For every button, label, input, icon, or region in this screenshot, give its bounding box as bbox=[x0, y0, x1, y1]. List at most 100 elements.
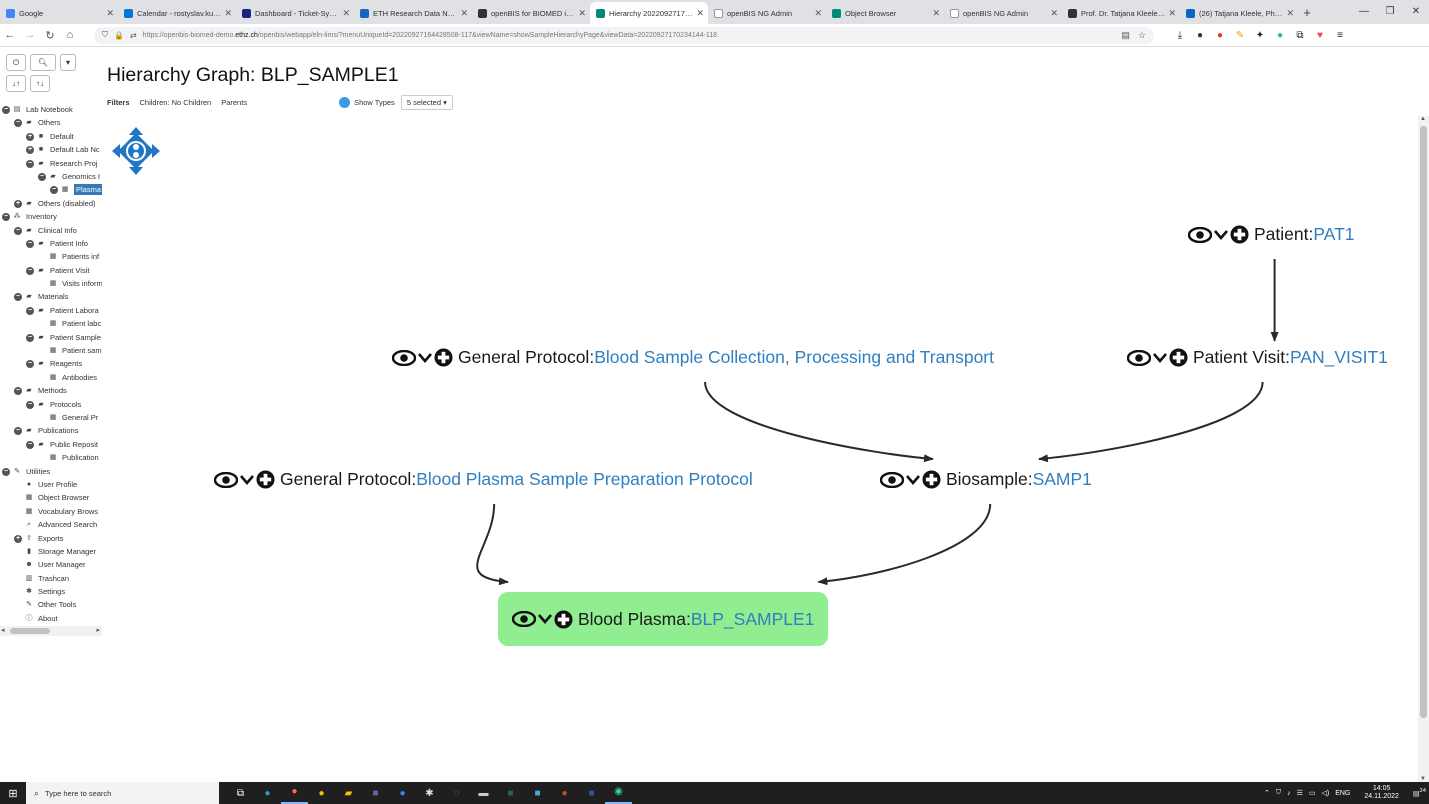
sidebar-item[interactable]: ⌕Advanced Search bbox=[0, 518, 102, 531]
collapse-icon[interactable]: − bbox=[26, 360, 34, 369]
openbis-app-icon[interactable]: ◉ bbox=[605, 782, 632, 804]
photos-icon[interactable]: ■ bbox=[534, 787, 541, 799]
browser-tab[interactable]: Calendar - rostyslav.kuzyakiv...✕ bbox=[118, 2, 236, 24]
windows-start-icon[interactable]: ⊞ bbox=[8, 787, 18, 800]
node-code-link[interactable]: PAN_VISIT1 bbox=[1289, 347, 1388, 367]
collapse-icon[interactable]: − bbox=[26, 400, 34, 409]
sidebar-item[interactable]: ☻User Manager bbox=[0, 558, 102, 571]
sidebar-item[interactable]: −▰Others bbox=[0, 116, 102, 129]
pen-extension-icon[interactable]: ✎ bbox=[1235, 29, 1245, 41]
excel-icon[interactable]: ■ bbox=[507, 787, 514, 799]
eye-icon[interactable] bbox=[214, 471, 238, 488]
browser-tab[interactable]: Google✕ bbox=[0, 2, 118, 24]
sidebar-item[interactable]: ▦Object Browser bbox=[0, 491, 102, 504]
sidebar-item[interactable]: ✱Settings bbox=[0, 585, 102, 598]
collapse-icon[interactable]: − bbox=[38, 172, 46, 181]
plus-circle-icon[interactable] bbox=[256, 470, 275, 489]
tab-close-icon[interactable]: ✕ bbox=[696, 7, 704, 18]
plus-circle-icon[interactable] bbox=[554, 609, 573, 629]
bulb-extension-icon[interactable]: ✦ bbox=[1255, 29, 1265, 41]
reload-icon[interactable]: ↻ bbox=[45, 29, 55, 42]
tab-close-icon[interactable]: ✕ bbox=[342, 7, 350, 18]
tab-close-icon[interactable]: ✕ bbox=[1050, 7, 1058, 18]
chrome-icon[interactable]: ● bbox=[318, 787, 325, 799]
sidebar-item[interactable]: −▦Plasma bbox=[0, 183, 102, 196]
grammarly-icon[interactable]: ● bbox=[1276, 29, 1284, 41]
plus-circle-icon[interactable] bbox=[1230, 225, 1249, 244]
node-code-link[interactable]: SAMP1 bbox=[1032, 469, 1092, 489]
sidebar-item[interactable]: −✎Utilities bbox=[0, 465, 102, 478]
language-indicator[interactable]: ENG bbox=[1335, 789, 1351, 797]
sidebar-item[interactable]: −▰Protocols bbox=[0, 398, 102, 411]
sidebar-item[interactable]: ▦General Pr bbox=[0, 411, 102, 424]
node-code-link[interactable]: PAT1 bbox=[1313, 224, 1355, 244]
collapse-icon[interactable]: − bbox=[26, 159, 34, 168]
sidebar-item[interactable]: ▦Visits inform bbox=[0, 277, 102, 290]
new-tab-button[interactable]: + bbox=[1303, 5, 1311, 20]
teams-icon[interactable]: ■ bbox=[372, 787, 379, 799]
expand-icon[interactable]: + bbox=[26, 146, 34, 155]
types-select[interactable]: 5 selected ▾ bbox=[400, 94, 453, 110]
sidebar-item[interactable]: +▰Others (disabled) bbox=[0, 197, 102, 210]
tab-close-icon[interactable]: ✕ bbox=[106, 7, 114, 18]
collapse-icon[interactable]: − bbox=[2, 106, 10, 114]
browser-tab[interactable]: Object Browser✕ bbox=[826, 2, 944, 24]
firefox-icon[interactable]: ● bbox=[281, 782, 308, 804]
bell-icon[interactable]: ♪ bbox=[1287, 789, 1291, 797]
chevron-down-icon[interactable] bbox=[1213, 229, 1229, 241]
node-code-link[interactable]: BLP_SAMPLE1 bbox=[690, 608, 815, 629]
plus-circle-icon[interactable] bbox=[922, 470, 941, 489]
chevron-down-icon[interactable] bbox=[1152, 352, 1168, 364]
sidebar-item[interactable]: ▦Vocabulary Brows bbox=[0, 505, 102, 518]
tab-close-icon[interactable]: ✕ bbox=[932, 7, 940, 18]
scroll-down-icon[interactable]: ▼ bbox=[1420, 776, 1426, 782]
extensions-icon[interactable]: ⧉ bbox=[1296, 29, 1304, 41]
plus-circle-icon[interactable] bbox=[434, 348, 453, 367]
sync-app-icon[interactable]: ◌ bbox=[453, 787, 460, 799]
sidebar-item[interactable]: ▦Antibodies bbox=[0, 371, 102, 384]
browser-tab[interactable]: Dashboard - Ticket-System ID...✕ bbox=[236, 2, 354, 24]
sidebar-item[interactable]: ▥Trashcan bbox=[0, 572, 102, 585]
restore-icon[interactable]: ❐ bbox=[1385, 6, 1395, 17]
network-icon[interactable]: ☰ bbox=[1296, 790, 1303, 797]
node-code-link[interactable]: Blood Sample Collection, Processing and … bbox=[594, 347, 994, 367]
sort-desc-button[interactable]: ↑↓ bbox=[30, 75, 50, 92]
vertical-scroll-thumb[interactable] bbox=[1420, 126, 1427, 718]
chevron-down-icon[interactable] bbox=[537, 613, 553, 625]
defender-icon[interactable]: ⛉ bbox=[1275, 789, 1282, 796]
forward-icon[interactable]: → bbox=[24, 29, 36, 41]
collapse-icon[interactable]: − bbox=[26, 266, 34, 275]
chevron-down-icon[interactable] bbox=[905, 474, 921, 486]
file-explorer-icon[interactable]: ▰ bbox=[344, 787, 353, 799]
collapse-icon[interactable]: − bbox=[26, 239, 34, 248]
tab-close-icon[interactable]: ✕ bbox=[1168, 7, 1176, 18]
reader-view-icon[interactable]: ▤ bbox=[1121, 29, 1130, 40]
tray-chevron-icon[interactable]: ⌃ bbox=[1263, 790, 1270, 797]
home-icon[interactable]: ⌂ bbox=[66, 29, 74, 41]
scroll-thumb[interactable] bbox=[10, 628, 50, 634]
collapse-icon[interactable]: − bbox=[14, 226, 22, 235]
collapse-icon[interactable]: − bbox=[14, 387, 22, 396]
browser-tab[interactable]: (26) Tatjana Kleele, PhD | Linke...✕ bbox=[1180, 2, 1298, 24]
power-button[interactable]: ⏻ bbox=[6, 54, 26, 71]
settings-icon[interactable]: ✱ bbox=[425, 787, 434, 799]
expand-icon[interactable]: + bbox=[26, 132, 34, 141]
sidebar-item[interactable]: −▰Genomics I bbox=[0, 170, 102, 183]
eye-icon[interactable] bbox=[1127, 349, 1151, 366]
menu-dropdown-button[interactable]: ▾ bbox=[60, 54, 76, 71]
sidebar-item[interactable]: +■Default Lab Nc bbox=[0, 143, 102, 156]
sidebar-item[interactable]: ▦Patient labc bbox=[0, 317, 102, 330]
collapse-icon[interactable]: − bbox=[14, 293, 22, 302]
sidebar-item[interactable]: ▦Patient sam bbox=[0, 344, 102, 357]
eye-icon[interactable] bbox=[880, 471, 904, 488]
notifications-icon[interactable]: ▤24 bbox=[1412, 788, 1426, 798]
terminal-icon[interactable]: ▬ bbox=[478, 787, 489, 799]
scroll-left-icon[interactable]: ◂ bbox=[1, 627, 5, 634]
edge-icon[interactable]: ● bbox=[264, 787, 271, 799]
sidebar-item[interactable]: +⇪Exports bbox=[0, 532, 102, 545]
powerpoint-icon[interactable]: ● bbox=[561, 787, 568, 799]
browser-tab[interactable]: ETH Research Data Node - ID...✕ bbox=[354, 2, 472, 24]
taskbar-search-field[interactable]: ⌕ Type here to search bbox=[26, 782, 219, 804]
sidebar-item[interactable]: −▤Lab Notebook bbox=[0, 103, 102, 116]
